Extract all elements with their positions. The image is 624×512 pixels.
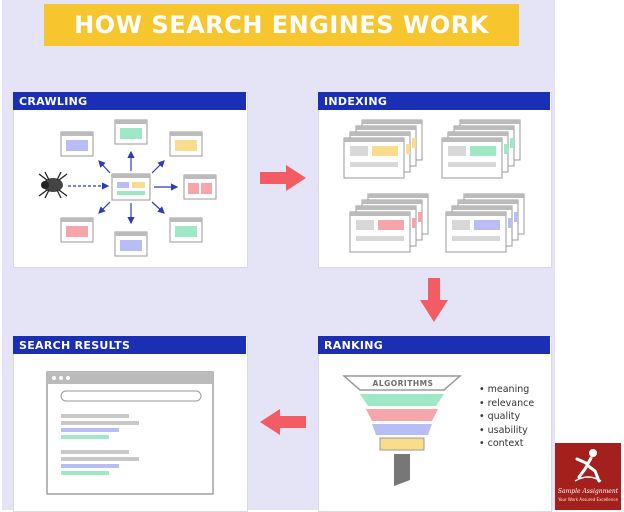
title-banner: HOW SEARCH ENGINES WORK — [44, 4, 519, 46]
logo-tagline: Your Work Assured Excellence — [558, 497, 618, 502]
indexing-header: INDEXING — [318, 92, 550, 110]
flow-arrow-right-icon — [260, 165, 306, 191]
logo-text: Sample Assignment — [557, 488, 619, 495]
flow-arrow-left-icon — [260, 409, 306, 435]
browser-window-icon — [46, 371, 214, 495]
ranking-factor: • usability — [479, 424, 528, 436]
flow-arrow-down-icon — [420, 278, 448, 322]
ranking-factor: • relevance — [479, 397, 535, 409]
ranking-header: RANKING — [318, 336, 550, 354]
funnel-icon — [342, 375, 462, 486]
ranking-factor: • quality — [479, 411, 521, 423]
search-results-illustration — [46, 371, 214, 495]
spider-icon — [38, 171, 68, 199]
logo-figure-icon — [574, 449, 602, 483]
web-page-icon — [169, 131, 203, 157]
web-page-icon — [60, 131, 94, 157]
indexed-pages-stack-icon — [343, 119, 423, 179]
indexing-illustration — [343, 119, 525, 253]
web-page-icon — [114, 119, 148, 145]
web-page-icon — [60, 217, 94, 243]
ranking-factor: • meaning — [479, 384, 530, 395]
web-page-icon — [169, 217, 203, 243]
central-web-page-icon — [111, 173, 151, 201]
ranking-panel — [318, 336, 552, 512]
ranking-factor-list: • meaning • relevance • quality • usabil… — [479, 383, 534, 451]
search-results-label: SEARCH RESULTS — [19, 338, 131, 352]
ranking-factor: • context — [479, 438, 524, 450]
crawling-illustration — [38, 119, 217, 257]
brand-logo: Sample Assignment Your Work Assured Exce… — [555, 443, 621, 510]
indexed-pages-stack-icon — [349, 193, 429, 253]
funnel-label: ALGORITHMS — [372, 379, 434, 388]
page-margin — [555, 0, 624, 512]
indexed-pages-stack-icon — [445, 193, 525, 253]
crawling-label: CRAWLING — [19, 94, 88, 108]
ranking-label: RANKING — [324, 338, 384, 352]
indexing-label: INDEXING — [324, 94, 388, 108]
web-page-icon — [114, 231, 148, 257]
web-page-icon — [183, 174, 217, 200]
search-results-header: SEARCH RESULTS — [13, 336, 246, 354]
page-title: HOW SEARCH ENGINES WORK — [74, 11, 489, 39]
radiating-arrows-icon — [98, 150, 179, 225]
indexed-pages-stack-icon — [441, 119, 521, 179]
crawling-header: CRAWLING — [13, 92, 246, 110]
